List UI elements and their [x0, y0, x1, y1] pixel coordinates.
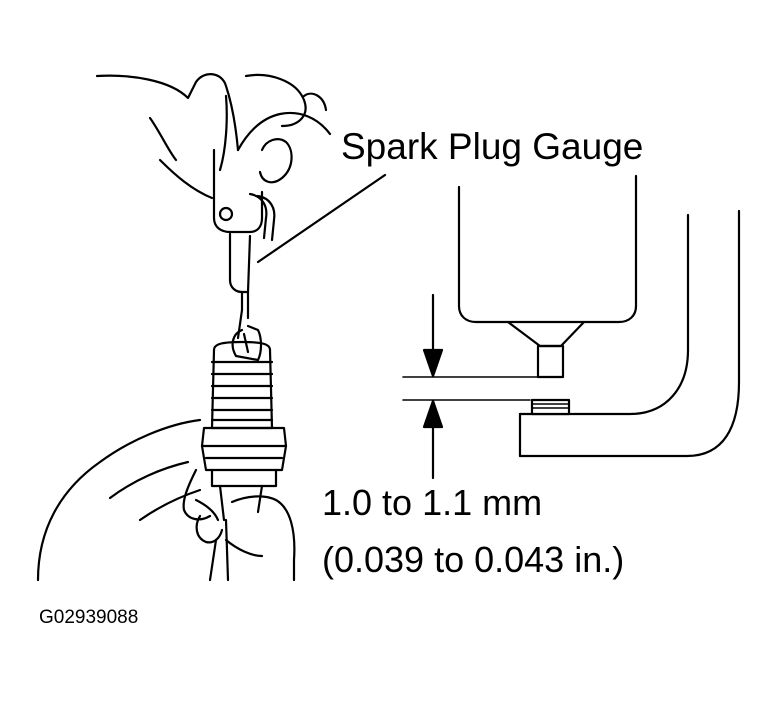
lower-hand-illustration [36, 418, 296, 582]
spark-plug-illustration [200, 324, 288, 522]
gauge-leader-line [256, 173, 387, 264]
upper-hand-illustration [95, 73, 332, 200]
ground-electrode-detail [518, 209, 741, 458]
gap-spec-metric: 1.0 to 1.1 mm [322, 482, 543, 523]
spark-plug-gauge-label: Spark Plug Gauge [341, 126, 644, 167]
gap-dimension-marker [402, 293, 541, 480]
figure-code: G02939088 [39, 607, 139, 628]
spark-plug-gauge-tool [212, 148, 276, 340]
center-electrode-detail [457, 174, 638, 379]
gap-spec-imperial: (0.039 to 0.043 in.) [322, 539, 625, 580]
